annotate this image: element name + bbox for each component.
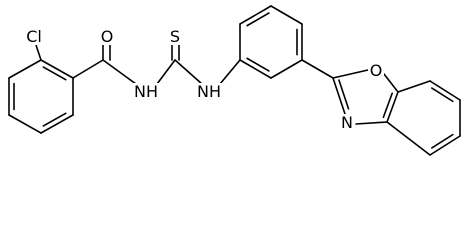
amide-nitrogen-label: NH (134, 82, 158, 101)
chlorine-label-bg (23, 28, 45, 45)
bond-aryl-oxazole (301, 59, 334, 79)
bond-nh-aryl (219, 59, 241, 85)
bond-ring1-b-inner (42, 112, 67, 127)
bond-ring3-b-inner (431, 87, 454, 103)
bond-nh-cs (156, 59, 176, 85)
bond-ring1-b (40, 114, 74, 134)
structure-diagram: Cl O NH S NH O N (8, 5, 461, 156)
thione-sulfur-label: S (170, 27, 180, 46)
atom-label-layer: Cl O NH S NH O N (23, 27, 384, 132)
bond-ring2-e (270, 59, 303, 79)
bond-ring3-b (429, 80, 461, 101)
bond-ring1-f (40, 59, 74, 79)
bond-ring-carbonyl (72, 59, 104, 79)
bond-ring2-b (239, 5, 272, 25)
amide-nitrogen-label-bg (133, 83, 159, 100)
bond-c7a-c3a-inner (382, 92, 394, 119)
bond-layer (8, 5, 461, 156)
bond-ring2-f (239, 59, 272, 79)
bond-ring2-f-inner (246, 57, 270, 72)
bond-ring1-f-inner (42, 66, 67, 81)
carbonyl-oxygen-label-bg (99, 28, 115, 45)
carbonyl-oxygen-label: O (101, 27, 114, 46)
oxazole-oxygen-label-bg (368, 62, 384, 79)
bond-ring2-c (270, 5, 303, 25)
bond-o1-c7a (383, 73, 399, 93)
thioamide-nitrogen-label-bg (196, 83, 222, 100)
bond-ring1-c (8, 114, 42, 134)
bond-ring1-e (8, 59, 42, 79)
bond-ring3-a (397, 80, 431, 93)
chlorine-label: Cl (26, 27, 42, 46)
bond-ring3-d (429, 135, 461, 156)
bond-c7a-c3a (386, 91, 399, 123)
bond-ring3-e (386, 121, 431, 156)
bond-cs-nh (174, 59, 203, 85)
bond-ring2-b-inner (246, 12, 270, 27)
bond-c2-o1 (332, 69, 369, 79)
oxazole-nitrogen-label-bg (339, 114, 355, 131)
thione-sulfur-label-bg (168, 28, 182, 45)
bond-ring3-d-inner (431, 133, 454, 149)
molecule-svg: Cl O NH S NH O N (8, 5, 461, 156)
bond-c2-n3 (332, 77, 346, 115)
bond-carbonyl-nh (102, 59, 137, 85)
thioamide-nitrogen-label: NH (197, 82, 221, 101)
bond-c-cl (35, 44, 42, 61)
bond-c2-n3-inner (338, 79, 350, 110)
oxazole-nitrogen-label: N (341, 113, 353, 132)
oxazole-oxygen-label: O (370, 61, 383, 80)
bond-c3a-n3 (355, 121, 388, 125)
